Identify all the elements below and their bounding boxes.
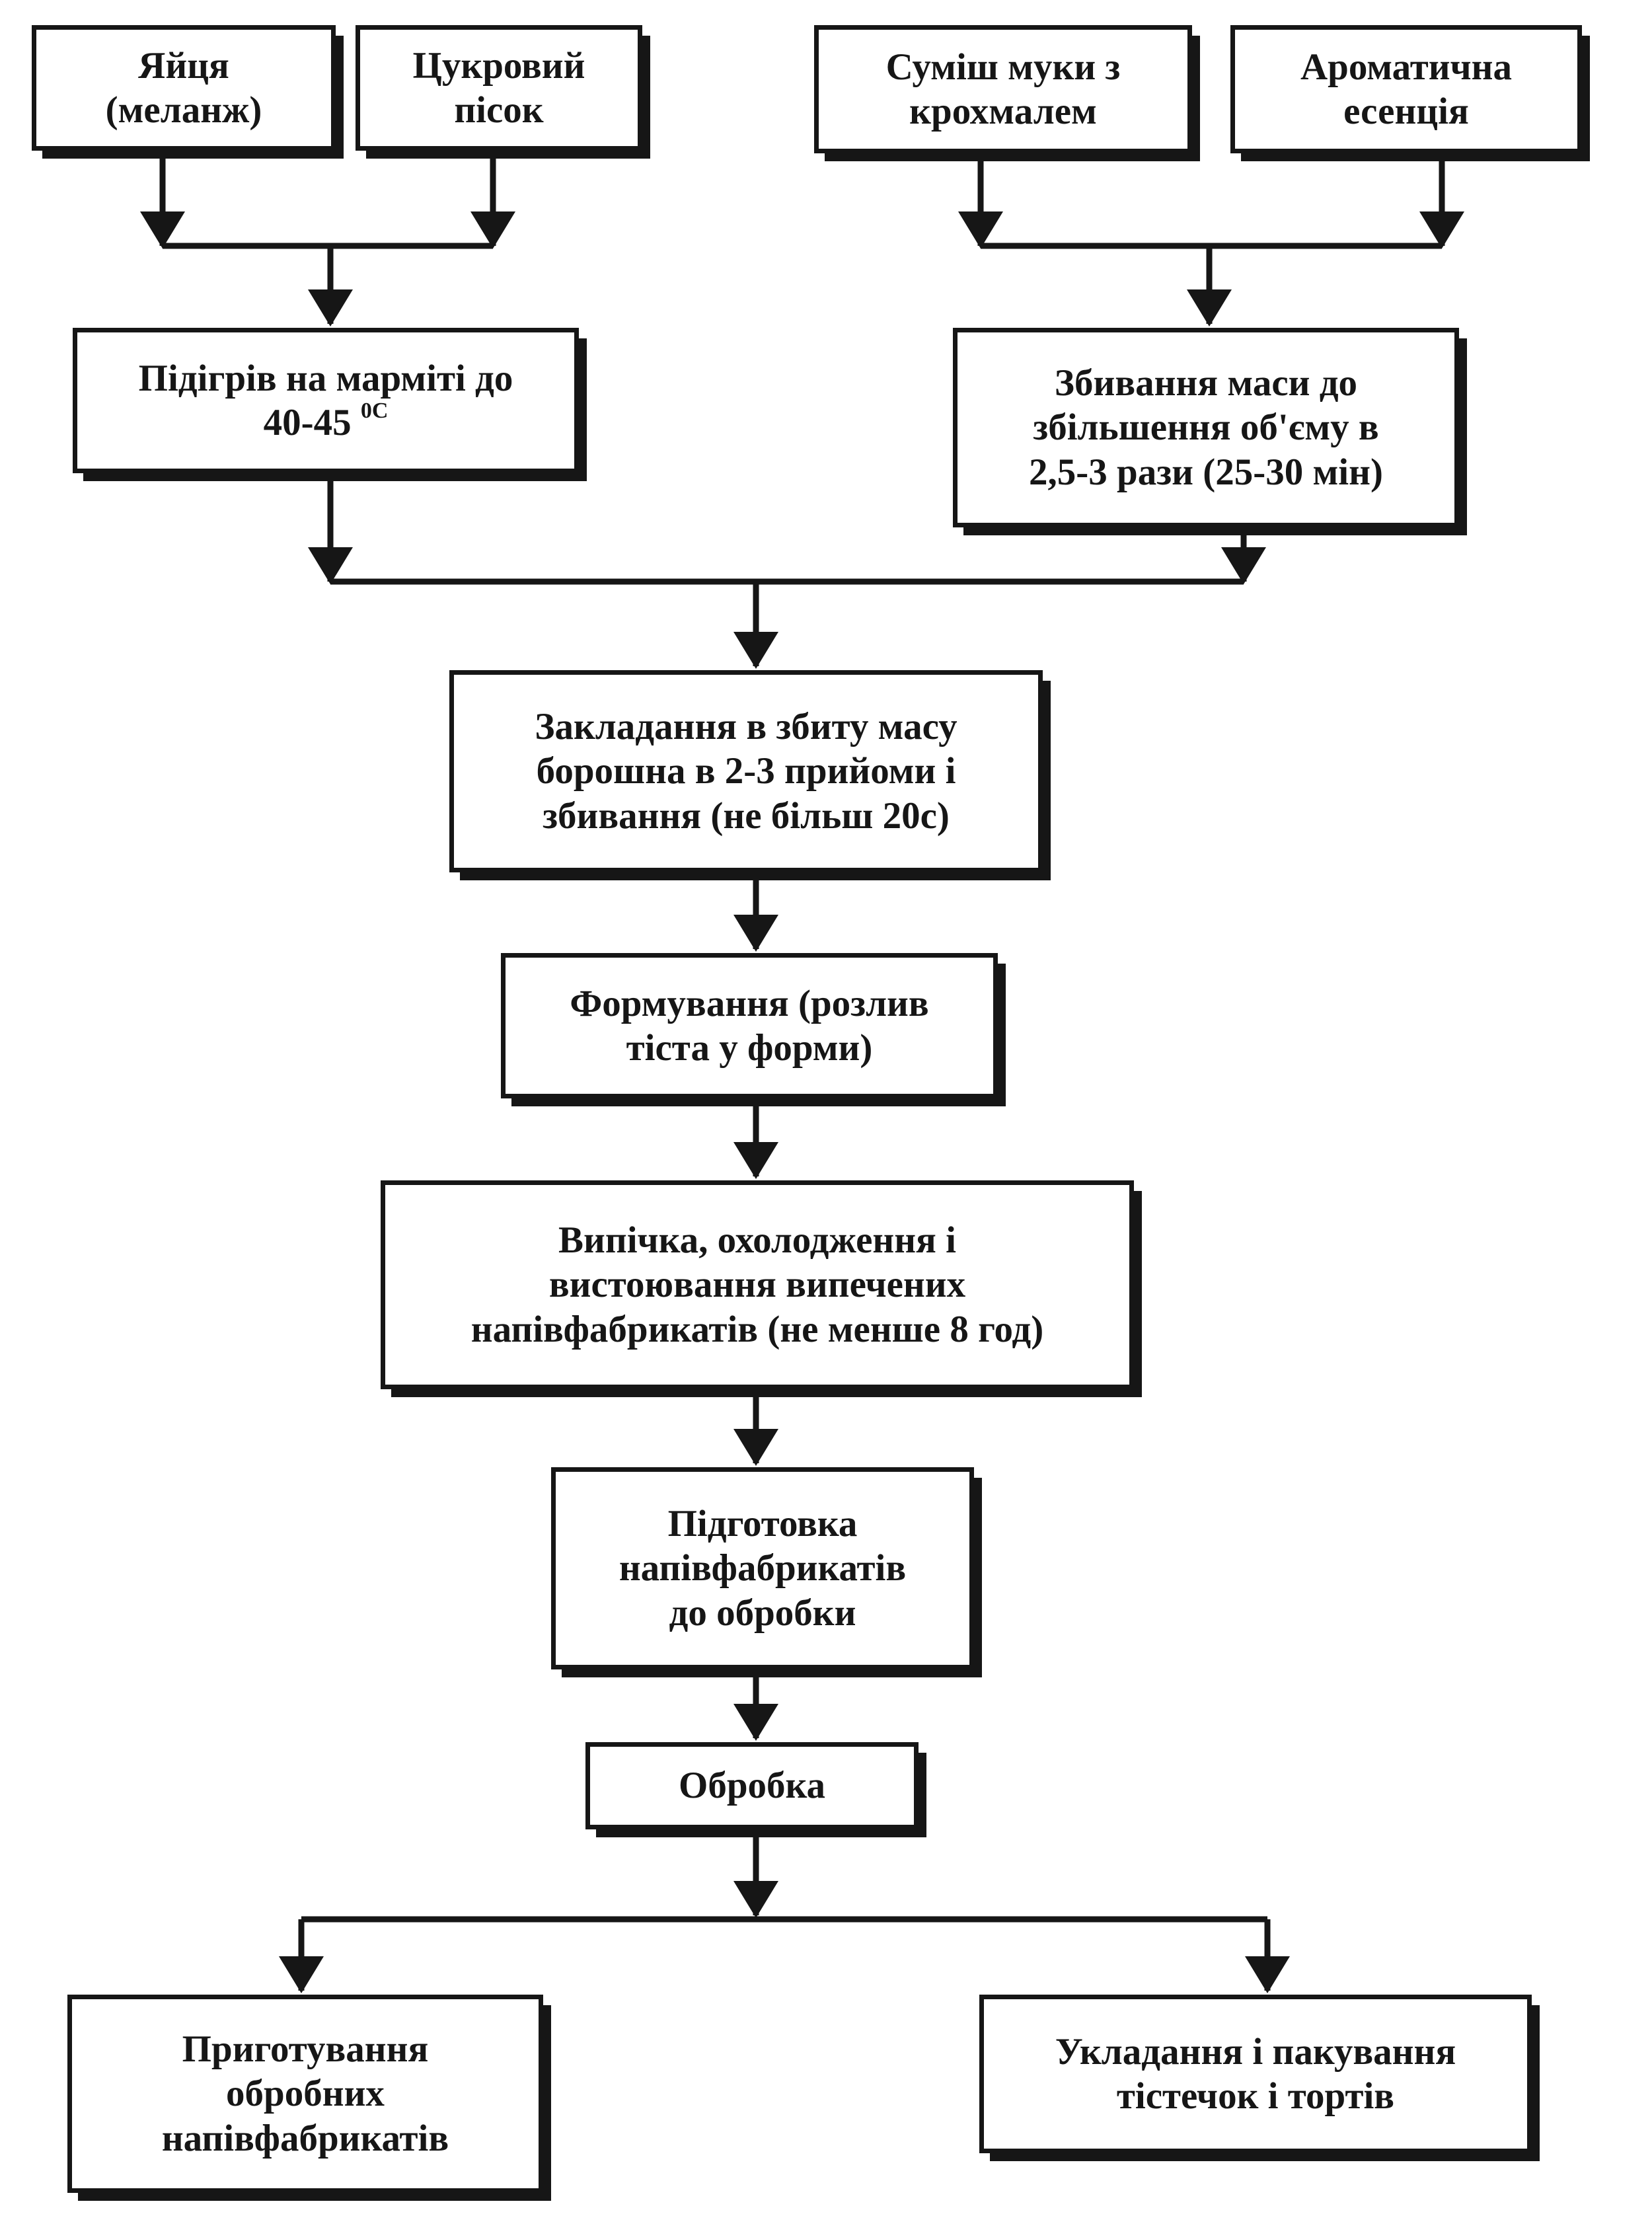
edge-preparation-processing-arrowhead <box>733 1704 778 1741</box>
edge-baking-preparation-arrowhead <box>733 1429 778 1466</box>
node-finishing-label: Приготування обробних напівфабрикатів <box>161 2028 449 2159</box>
node-eggs: Яйця (меланж) <box>32 25 336 151</box>
node-adding-flour-label: Закладання в збиту масу борошна в 2-3 пр… <box>535 706 957 837</box>
node-sugar-label: Цукровий пісок <box>412 44 585 131</box>
node-heating-unit: 0С <box>360 399 389 423</box>
edge-flour-mix-arrowhead <box>958 211 1003 249</box>
node-flour-mix-label: Суміш муки з крохмалем <box>885 46 1121 132</box>
edge-sugar-arrowhead <box>470 211 515 249</box>
node-heating-label: Підігрів на марміті до 40-45 <box>138 357 513 443</box>
node-adding-flour: Закладання в збиту масу борошна в 2-3 пр… <box>449 670 1043 872</box>
edge-eggs-arrowhead <box>140 211 185 249</box>
edge-whipping-down-arrowhead <box>1221 547 1266 584</box>
edge-finishing-arrowhead <box>279 1956 324 1993</box>
edge-essence-arrowhead <box>1419 211 1464 249</box>
node-forming: Формування (розлив тіста у форми) <box>501 953 998 1098</box>
node-processing-label: Обробка <box>678 1765 826 1807</box>
node-processing: Обробка <box>585 1742 919 1829</box>
edge-adding-forming-arrowhead <box>733 915 778 952</box>
node-essence-label: Ароматична есенція <box>1300 46 1513 132</box>
edge-heating-down-arrowhead <box>308 547 353 584</box>
node-whipping: Збивання маси до збільшення об'єму в 2,5… <box>953 328 1459 527</box>
node-baking-label: Випічка, охолодження і вистоювання випеч… <box>470 1219 1044 1350</box>
node-whipping-label: Збивання маси до збільшення об'єму в 2,5… <box>1029 362 1383 493</box>
edge-processing-down-arrowhead <box>733 1881 778 1918</box>
node-forming-label: Формування (розлив тіста у форми) <box>570 982 929 1069</box>
node-sugar: Цукровий пісок <box>356 25 642 151</box>
edge-forming-baking-arrowhead <box>733 1142 778 1179</box>
node-flour-mix: Суміш муки з крохмалем <box>814 25 1192 153</box>
node-heating: Підігрів на марміті до 40-45 0С <box>73 328 579 473</box>
node-baking: Випічка, охолодження і вистоювання випеч… <box>381 1180 1134 1389</box>
node-packing: Укладання і пакування тістечок і тортів <box>979 1995 1532 2153</box>
node-essence: Ароматична есенція <box>1230 25 1582 153</box>
edge-adding-arrowhead <box>733 632 778 669</box>
edge-heating-arrowhead <box>308 289 353 326</box>
edge-whipping-arrowhead <box>1187 289 1232 326</box>
node-preparation-label: Підготовка напівфабрикатів до обробки <box>619 1503 907 1634</box>
node-finishing: Приготування обробних напівфабрикатів <box>67 1995 543 2193</box>
node-preparation: Підготовка напівфабрикатів до обробки <box>551 1467 974 1669</box>
node-eggs-label: Яйця (меланж) <box>105 44 262 131</box>
edge-packing-arrowhead <box>1245 1956 1290 1993</box>
node-packing-label: Укладання і пакування тістечок і тортів <box>1055 2030 1456 2117</box>
